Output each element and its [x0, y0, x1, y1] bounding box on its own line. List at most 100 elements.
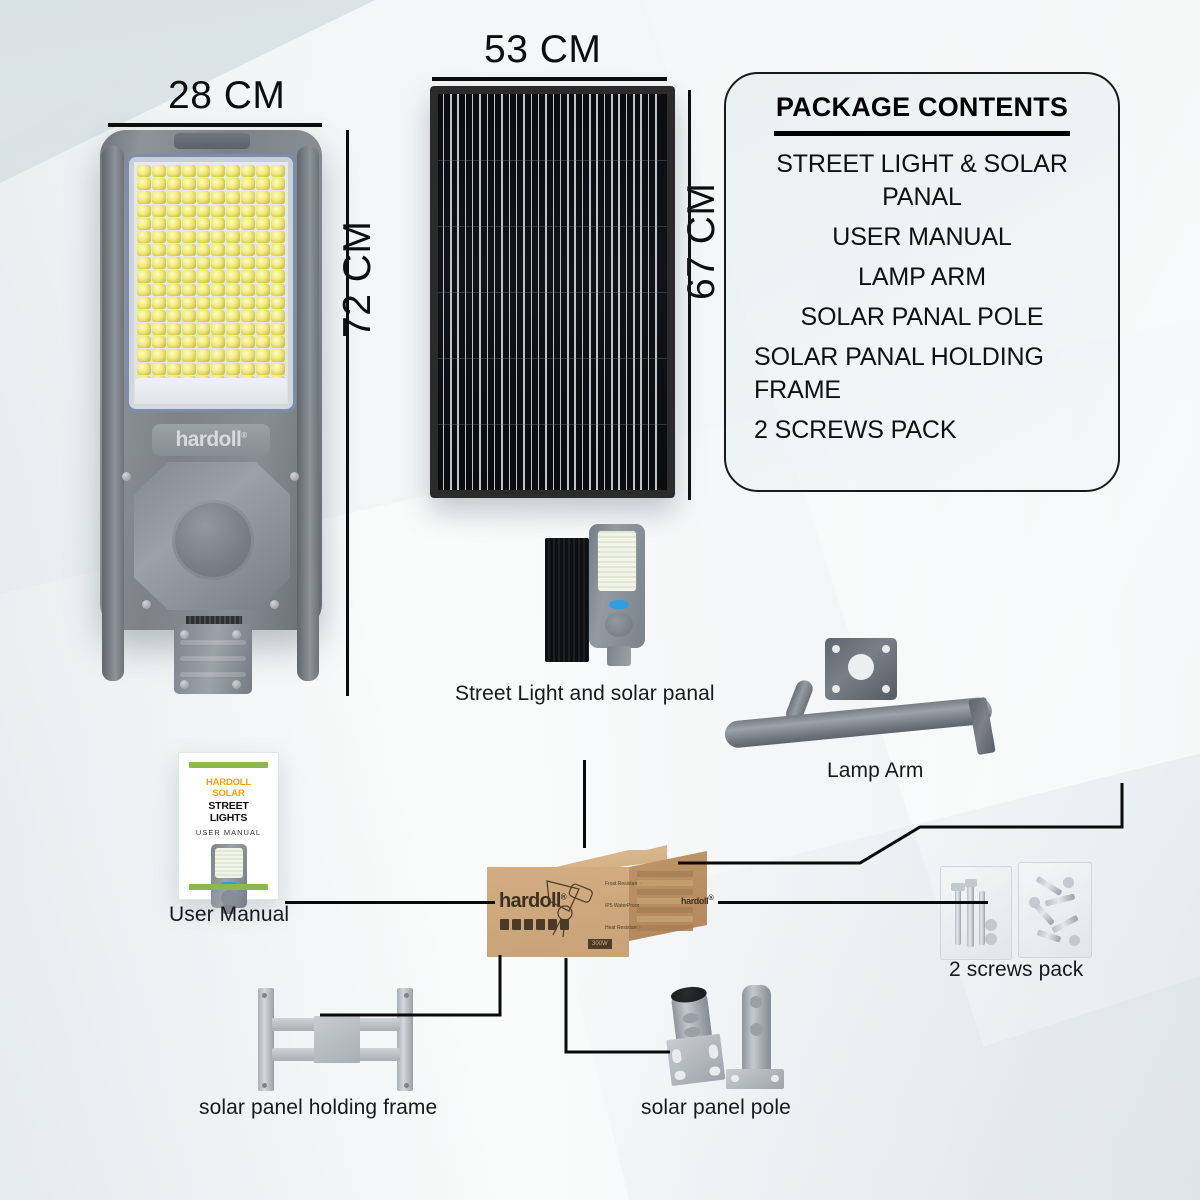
- led-chip: [211, 336, 226, 349]
- bracket-pin: [882, 685, 890, 693]
- caption-user-manual: User Manual: [169, 903, 290, 926]
- package-contents-list: STREET LIGHT & SOLAR PANAL USER MANUAL L…: [740, 148, 1104, 447]
- caption-holding-frame: solar panel holding frame: [199, 1096, 438, 1119]
- led-chip: [226, 336, 241, 349]
- spec-row: [637, 871, 693, 877]
- sensor-knob: [172, 500, 254, 580]
- cert-icon: [536, 919, 545, 930]
- led-chip: [271, 283, 285, 296]
- led-chip: [181, 178, 196, 191]
- led-chip: [151, 270, 166, 283]
- led-chip: [211, 230, 226, 243]
- led-chip: [181, 336, 196, 349]
- package-contents-title: PACKAGE CONTENTS: [775, 92, 1069, 122]
- led-chip: [226, 283, 241, 296]
- screw: [142, 600, 151, 609]
- thumb-base: [222, 905, 235, 914]
- manual-bottom-bar: [189, 884, 268, 890]
- solar-busbar: [647, 94, 650, 490]
- led-chip: [271, 257, 285, 270]
- led-chip: [196, 309, 211, 322]
- box-wattage-badge: 300W: [588, 939, 612, 949]
- cert-icon: [500, 919, 509, 930]
- package-item: STREET LIGHT & SOLAR PANAL: [776, 150, 1068, 211]
- box-brand-logo: hardoll®: [499, 890, 567, 912]
- led-chip: [137, 178, 151, 191]
- led-chip: [151, 244, 166, 257]
- led-chip: [271, 165, 285, 178]
- led-chip: [166, 362, 181, 375]
- led-chip: [241, 309, 256, 322]
- led-chip: [271, 191, 285, 204]
- led-chip: [181, 362, 196, 375]
- led-chip: [137, 362, 151, 375]
- solar-busbar: [603, 94, 606, 490]
- arm-wall-bracket: [825, 638, 897, 700]
- pole-hole: [750, 996, 762, 1008]
- package-contents-card: PACKAGE CONTENTS STREET LIGHT & SOLAR PA…: [724, 72, 1120, 492]
- solar-busbar: [589, 94, 591, 490]
- spec-row: [637, 916, 693, 922]
- led-chip: [137, 165, 151, 178]
- led-chip: [196, 283, 211, 296]
- screw: [180, 630, 189, 639]
- cert-icon: [512, 919, 521, 930]
- led-chip: [271, 204, 285, 217]
- nut: [1029, 897, 1040, 908]
- solar-busbar: [537, 94, 540, 490]
- led-chip: [166, 257, 181, 270]
- led-chip: [137, 283, 151, 296]
- led-chip: [241, 204, 256, 217]
- user-manual-product: HARDOLL SOLAR STREET LIGHTS USER MANUAL: [178, 752, 279, 914]
- led-chip: [211, 204, 226, 217]
- dimension-line-panel-width: [432, 77, 667, 81]
- screws-pack-product: [940, 862, 1100, 962]
- led-chip: [166, 230, 181, 243]
- led-chip: [226, 349, 241, 362]
- led-chip: [226, 257, 241, 270]
- led-chip: [166, 309, 181, 322]
- nut: [1069, 935, 1080, 946]
- street-light-and-panel-thumbnail: [543, 520, 658, 670]
- bolt: [967, 885, 974, 947]
- cable-grip: [186, 616, 242, 626]
- led-chip: [226, 204, 241, 217]
- solar-busbar: [457, 94, 459, 490]
- screw: [180, 680, 189, 689]
- frame-screw: [262, 993, 267, 998]
- led-chip: [226, 244, 241, 257]
- solar-busbar: [530, 94, 533, 490]
- led-chip: [256, 257, 271, 270]
- led-chip: [151, 257, 166, 270]
- led-chip: [196, 323, 211, 336]
- led-chip: [271, 178, 285, 191]
- solar-busbar: [449, 94, 452, 490]
- solar-cell-field: [438, 94, 667, 490]
- carton-box: hardoll® Frost Resistance IP5 WaterProof…: [487, 845, 723, 960]
- led-chip: [166, 217, 181, 230]
- box-feature-2: IP5 WaterProof: [605, 903, 639, 909]
- led-chip: [241, 244, 256, 257]
- nut: [985, 933, 997, 945]
- led-chip: [241, 217, 256, 230]
- solar-busbar: [655, 94, 657, 490]
- led-chip: [196, 165, 211, 178]
- led-chip: [271, 230, 285, 243]
- screw: [290, 472, 299, 481]
- led-chip: [256, 336, 271, 349]
- led-chip: [166, 349, 181, 362]
- dimension-label-light-width: 28 CM: [168, 74, 286, 117]
- package-item: 2 SCREWS PACK: [754, 416, 957, 444]
- led-chip: [256, 191, 271, 204]
- led-chip: [226, 296, 241, 309]
- led-chip: [151, 362, 166, 375]
- nut: [1063, 877, 1074, 888]
- led-chip: [256, 244, 271, 257]
- bolt: [1051, 914, 1079, 934]
- led-chip: [226, 230, 241, 243]
- led-chip: [211, 309, 226, 322]
- led-chip: [271, 362, 285, 375]
- led-chip: [137, 309, 151, 322]
- mini-knob: [605, 612, 633, 637]
- screw: [232, 630, 241, 639]
